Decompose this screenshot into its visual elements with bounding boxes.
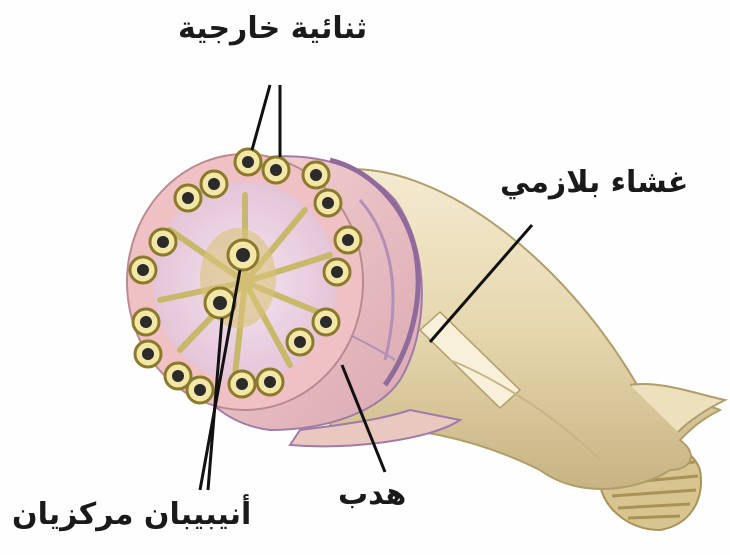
label-outer-doublets: ثنائية خارجية xyxy=(178,14,367,44)
label-central-microtubules: أنيبيبان مركزيان xyxy=(12,500,251,530)
label-cilium: هدب xyxy=(338,480,406,510)
label-plasma-membrane: غشاء بلازمي xyxy=(500,168,688,198)
